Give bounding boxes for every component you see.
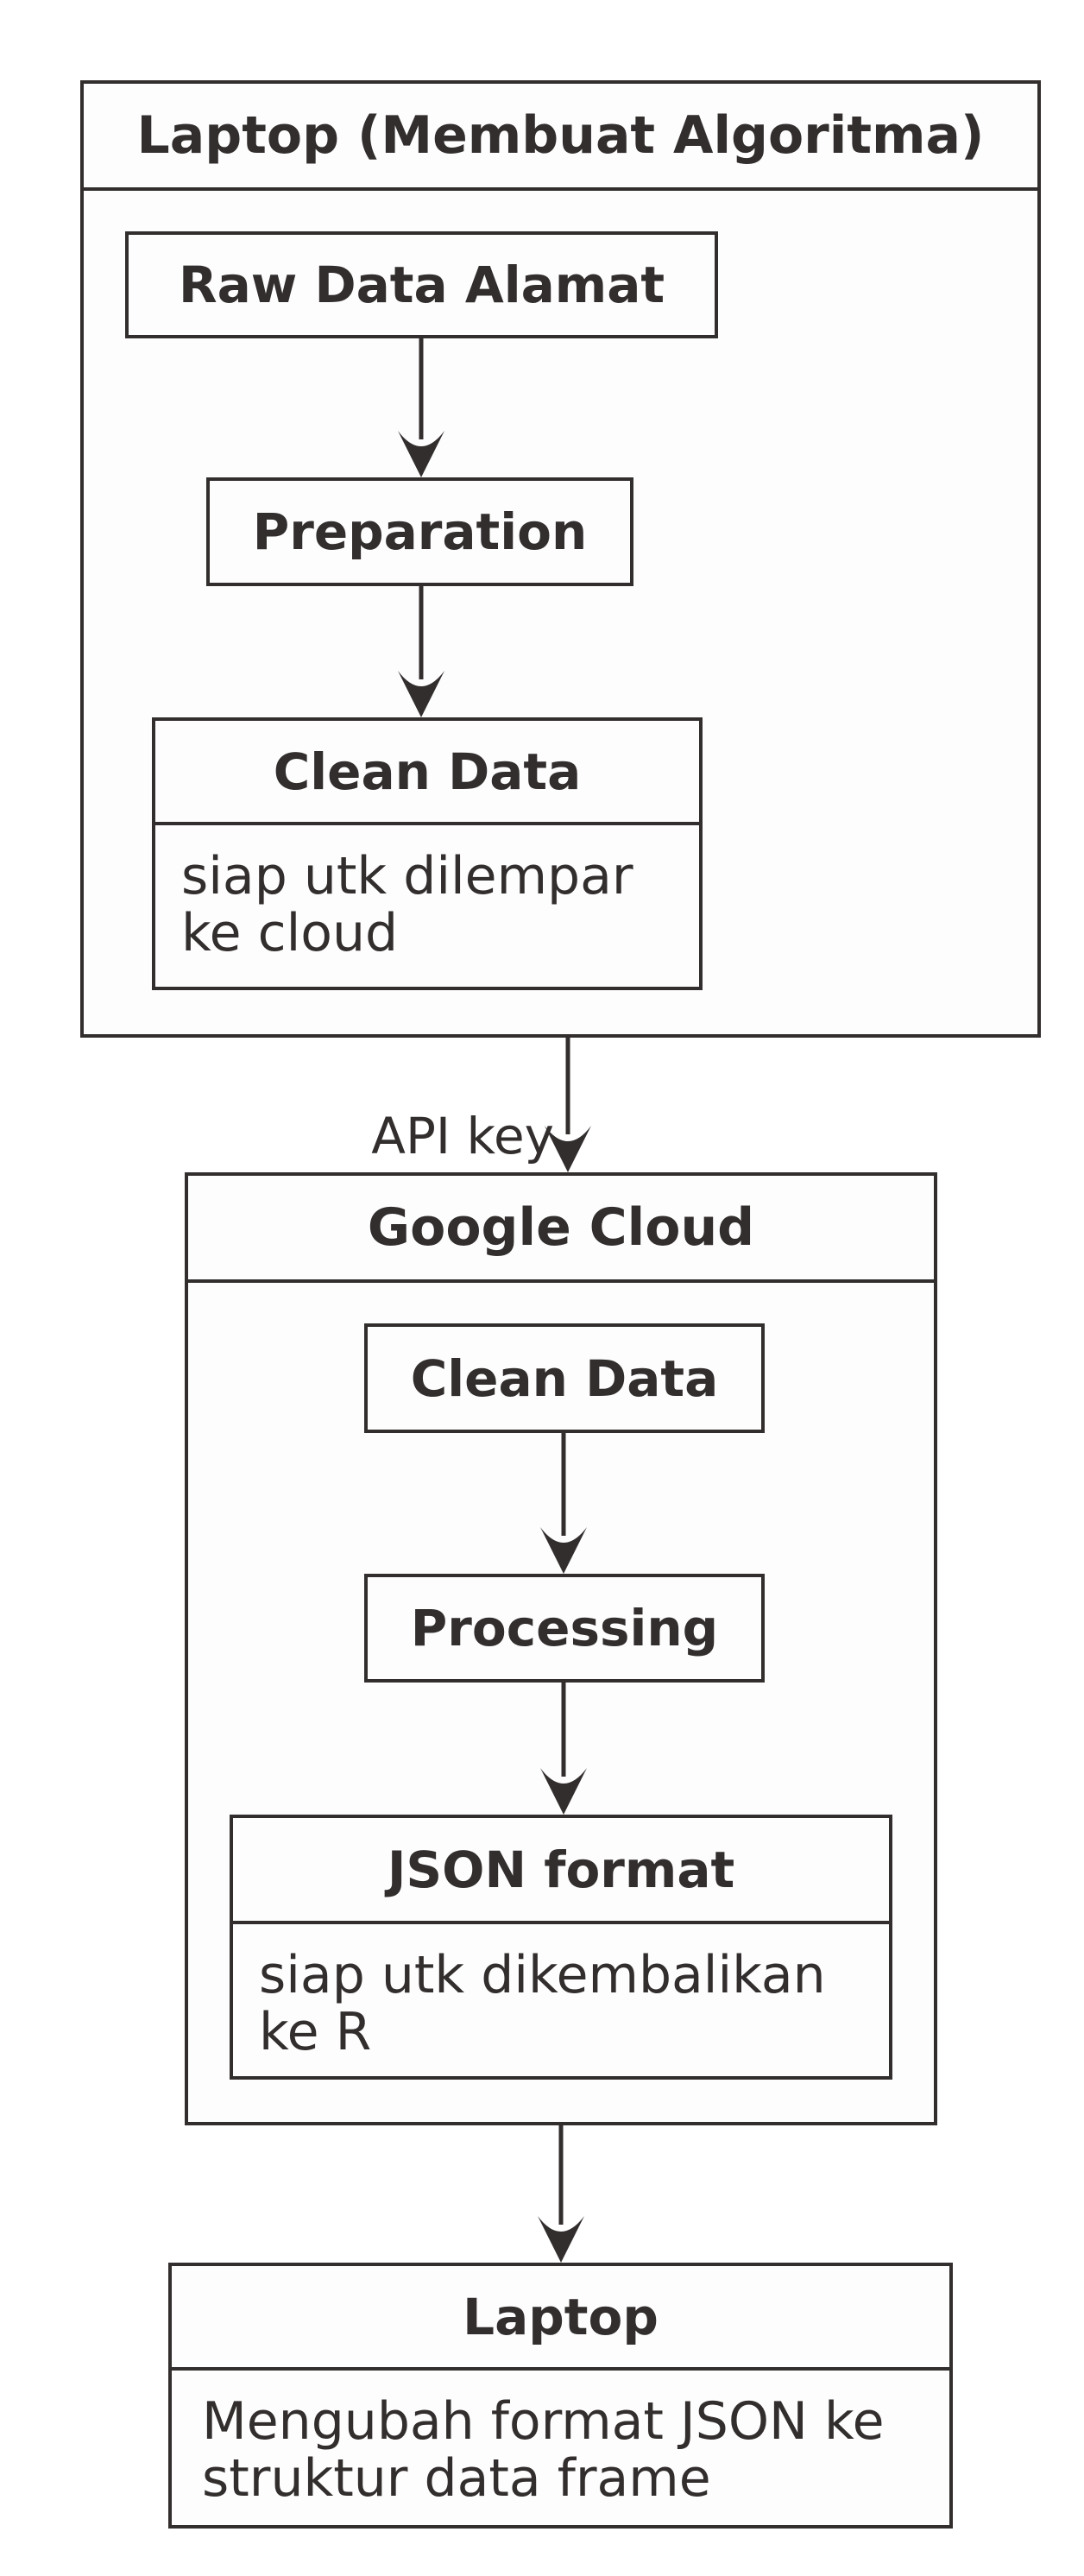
raw-data-alamat-box: Raw Data Alamat — [125, 231, 718, 338]
clean-data-local-subtitle: siap utk dilempar ke cloud — [181, 846, 633, 963]
laptop-result-subtitle: Mengubah format JSON ke struktur data fr… — [202, 2391, 885, 2509]
preparation-box: Preparation — [206, 477, 633, 586]
clean-data-cloud-label: Clean Data — [410, 1348, 719, 1408]
raw-data-alamat-label: Raw Data Alamat — [178, 256, 665, 314]
api-key-edge-label: API key — [371, 1107, 554, 1165]
laptop-container-title: Laptop (Membuat Algoritma) — [84, 84, 1037, 191]
preparation-label: Preparation — [252, 502, 588, 561]
clean-data-local-box: Clean Data siap utk dilempar ke cloud — [152, 717, 703, 990]
google-cloud-title: Google Cloud — [188, 1176, 934, 1283]
laptop-result-title: Laptop — [172, 2266, 949, 2371]
json-format-title: JSON format — [233, 1818, 889, 1924]
processing-box: Processing — [364, 1574, 765, 1683]
laptop-result-box: Laptop Mengubah format JSON ke struktur … — [168, 2263, 953, 2529]
arrow-googlecloud-to-laptop — [538, 2125, 584, 2263]
json-format-box: JSON format siap utk dikembalikan ke R — [230, 1815, 892, 2080]
json-format-subtitle: siap utk dikembalikan ke R — [259, 1945, 826, 2062]
clean-data-cloud-box: Clean Data — [364, 1323, 765, 1433]
clean-data-local-title: Clean Data — [155, 721, 699, 825]
processing-label: Processing — [410, 1599, 719, 1657]
